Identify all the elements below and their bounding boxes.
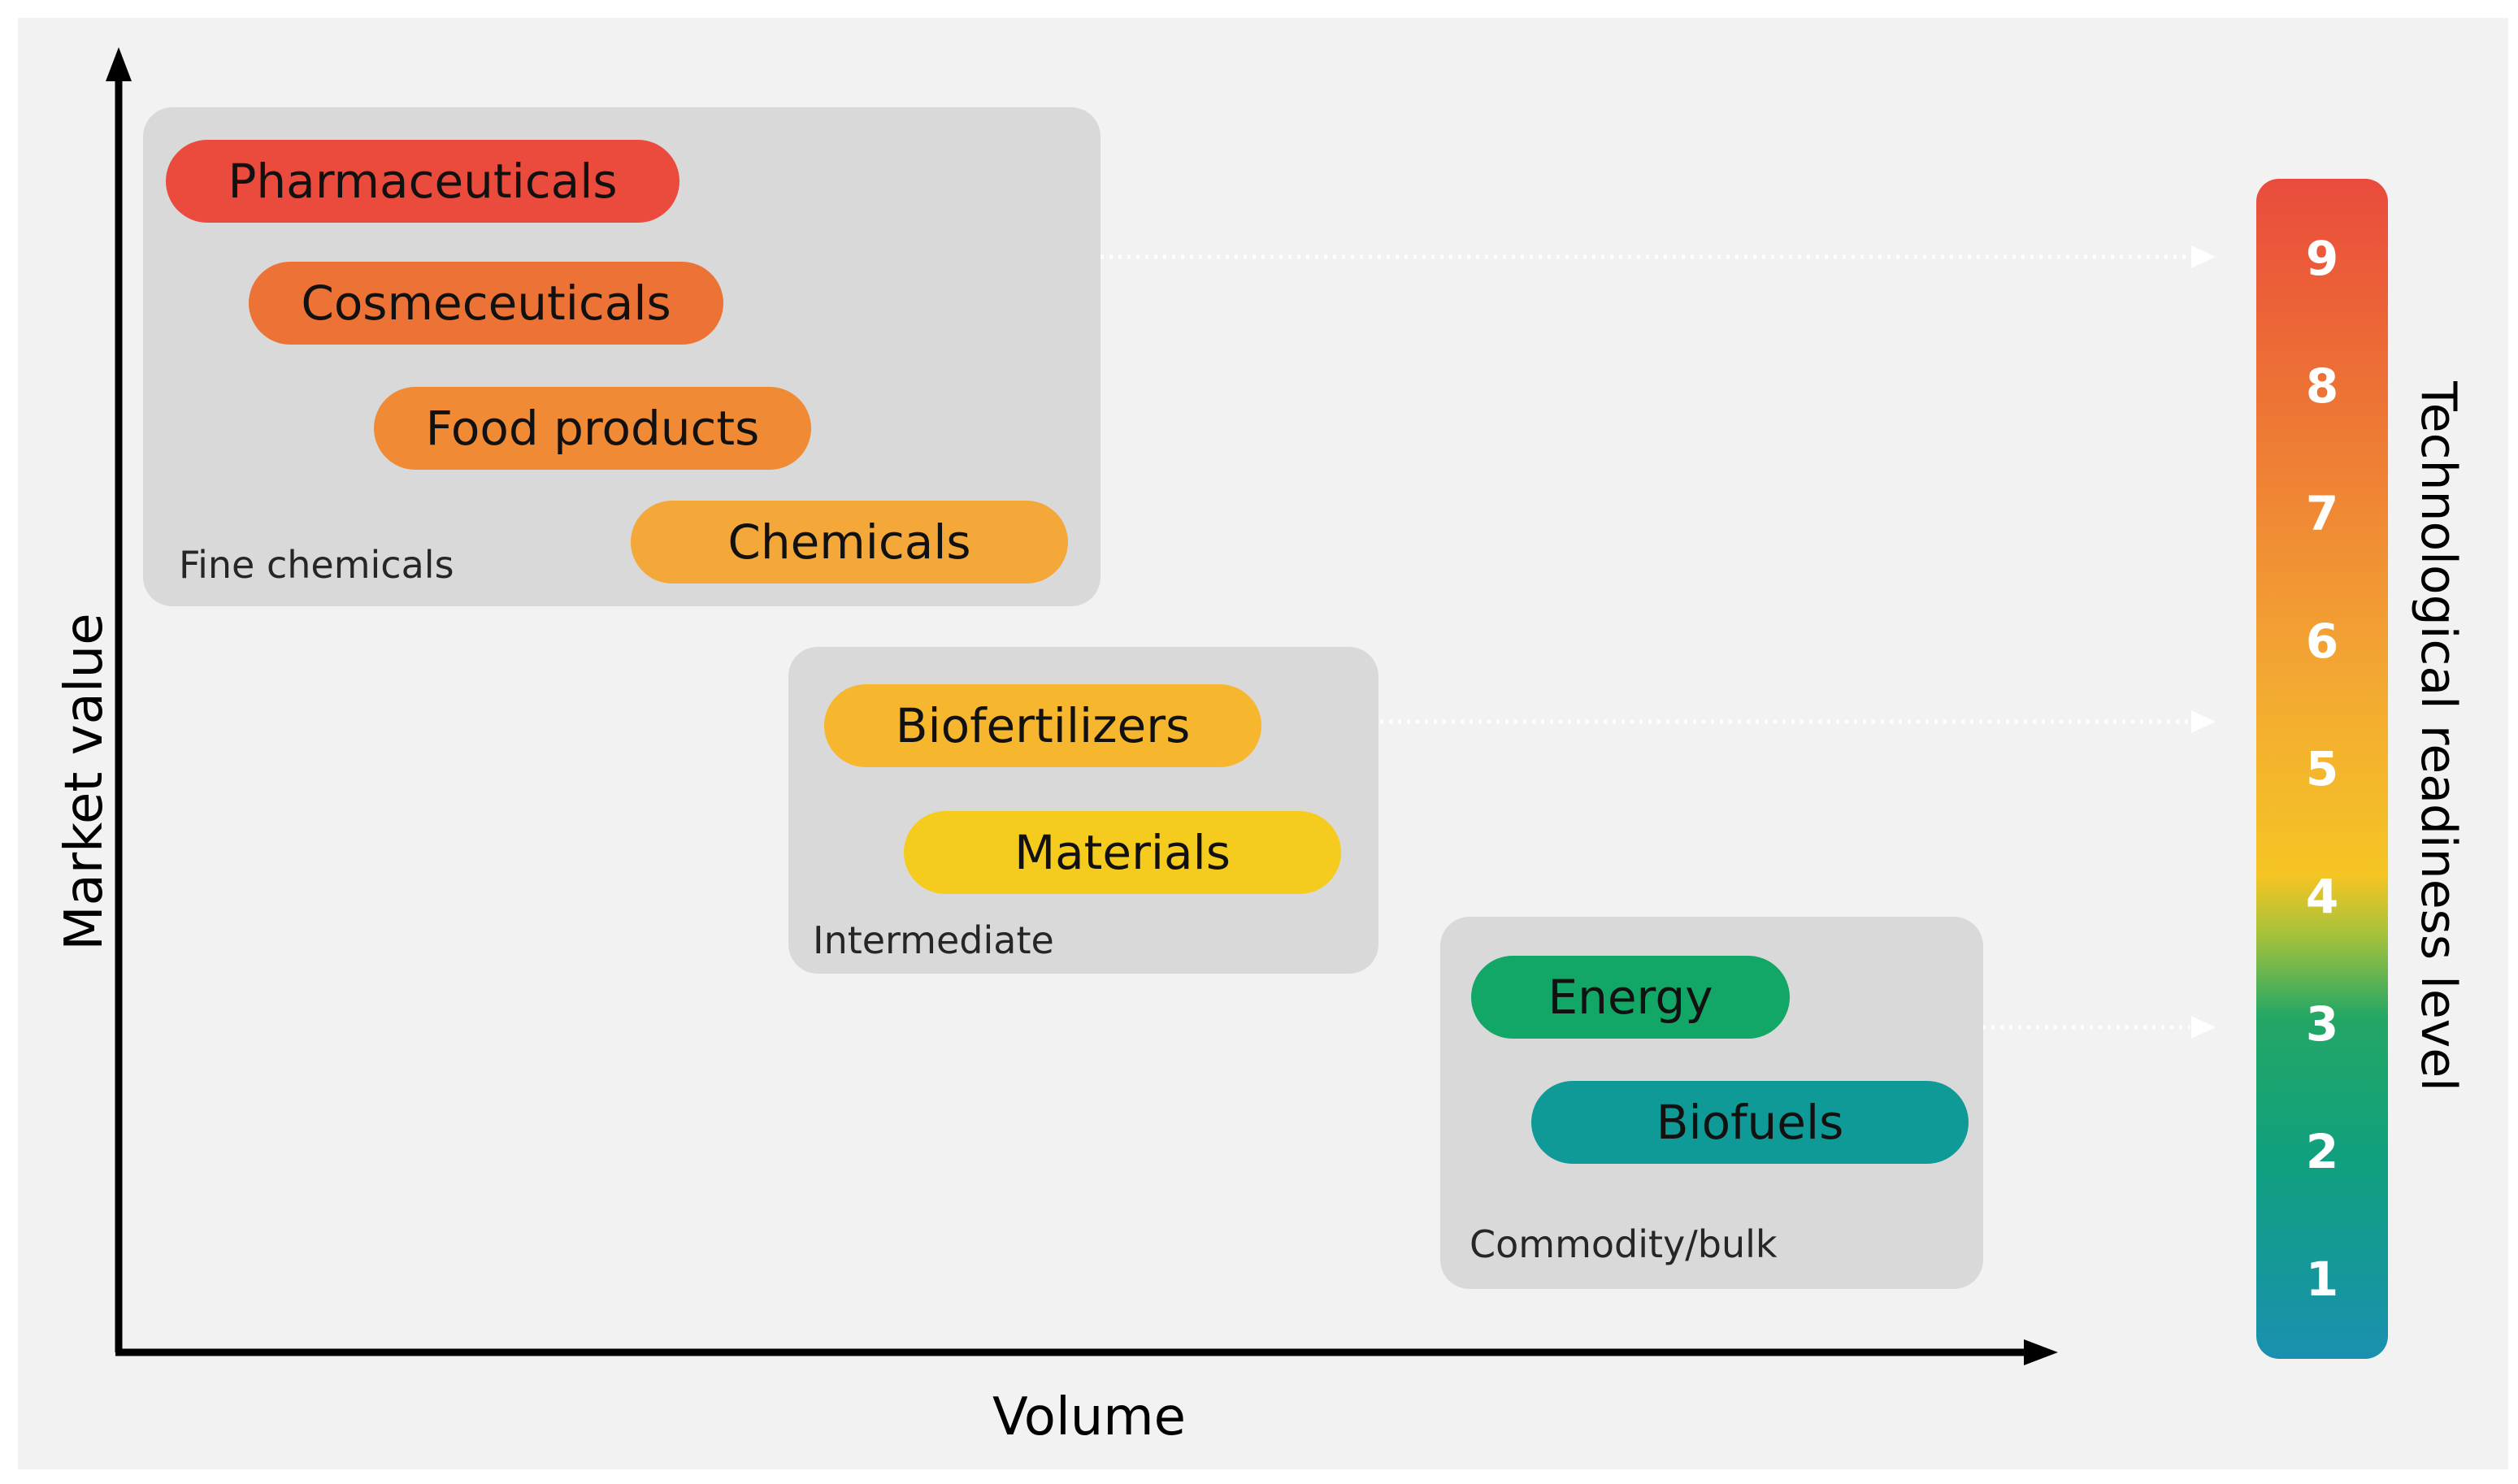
trl-level-8: 8 xyxy=(2305,358,2339,414)
x-axis-label: Volume xyxy=(992,1387,1187,1447)
trl-level-6: 6 xyxy=(2305,614,2339,669)
pill-pharmaceuticals: Pharmaceuticals xyxy=(166,140,679,223)
trl-level-9: 9 xyxy=(2305,231,2339,286)
pill-materials: Materials xyxy=(904,811,1341,894)
pill-energy: Energy xyxy=(1471,956,1790,1039)
pill-biofuels: Biofuels xyxy=(1531,1081,1969,1164)
group-label-fine-chemicals: Fine chemicals xyxy=(179,543,454,587)
trl-level-1: 1 xyxy=(2305,1252,2339,1307)
x-axis-arrowhead xyxy=(2024,1339,2058,1365)
trl-level-5: 5 xyxy=(2305,741,2339,796)
trl-level-4: 4 xyxy=(2305,869,2339,924)
pill-cosmeceuticals: Cosmeceuticals xyxy=(249,262,723,345)
diagram-canvas: Market value Volume Fine chemicals Pharm… xyxy=(18,18,2508,1469)
trl-level-7: 7 xyxy=(2305,486,2339,541)
group-label-intermediate: Intermediate xyxy=(813,918,1054,962)
pill-food-products: Food products xyxy=(374,387,811,470)
pill-chemicals: Chemicals xyxy=(631,501,1068,584)
connector-intermediate xyxy=(1326,710,2216,733)
trl-scale-bar: 9 8 7 6 5 4 3 2 1 xyxy=(2256,179,2388,1359)
y-axis-label: Market value xyxy=(54,613,115,951)
group-label-commodity-bulk: Commodity/bulk xyxy=(1470,1222,1778,1266)
pill-biofertilizers: Biofertilizers xyxy=(824,684,1261,767)
y-axis-arrowhead xyxy=(106,47,132,81)
trl-level-2: 2 xyxy=(2305,1124,2339,1179)
trl-level-3: 3 xyxy=(2305,996,2339,1052)
trl-title: Technological readiness level xyxy=(2410,381,2467,1091)
